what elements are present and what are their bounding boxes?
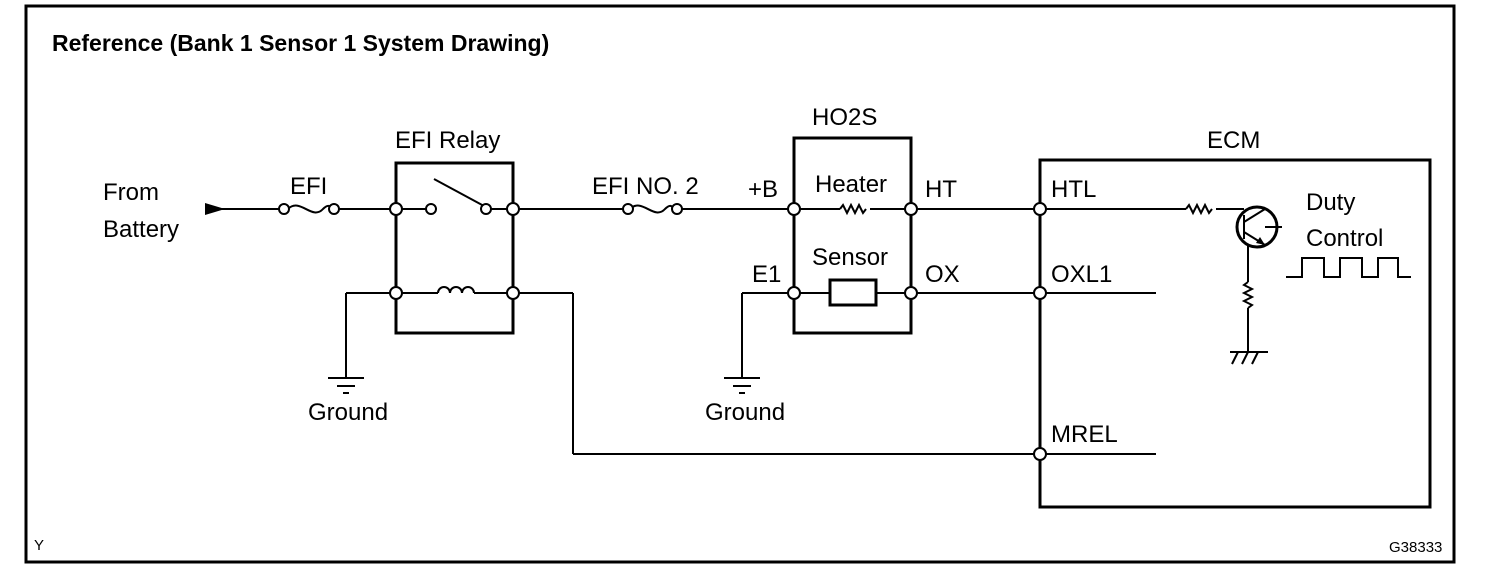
relay-coil-icon: [437, 286, 475, 294]
ho2s-pin-e1-label: E1: [752, 261, 781, 288]
efi-no2-fuse-icon: [629, 204, 674, 214]
relay-switch-arm: [433, 178, 485, 207]
relay-terminal-in: [389, 202, 403, 216]
relay-contact-moving: [480, 203, 492, 215]
efi-no2-fuse-label: EFI NO. 2: [592, 173, 699, 200]
sensor-element-icon: [828, 278, 878, 307]
efi-no2-fuse-terminal-out: [671, 203, 683, 215]
ho2s-pin-ox-label: OX: [925, 261, 960, 288]
ecm-pin-mrel-label: MREL: [1051, 421, 1118, 448]
ecm-terminal-oxl1: [1033, 286, 1047, 300]
htl-resistor-icon: [1185, 202, 1213, 216]
relay-terminal-out: [506, 202, 520, 216]
ecm-label: ECM: [1207, 127, 1260, 154]
ecm-pin-htl-label: HTL: [1051, 176, 1096, 203]
pulldown-resistor-icon: [1241, 281, 1255, 309]
from-battery-label-line1: From: [103, 179, 159, 206]
ho2s-terminal-b: [787, 202, 801, 216]
duty-pulse-waveform-icon: [1286, 257, 1411, 278]
ecm-box: [1038, 158, 1432, 509]
efi-relay-box: [394, 161, 515, 335]
efi-fuse-label: EFI: [290, 173, 327, 200]
ho2s-terminal-e1: [787, 286, 801, 300]
diagram-title: Reference (Bank 1 Sensor 1 System Drawin…: [52, 30, 549, 56]
ho2s-sensor-label: Sensor: [812, 244, 888, 271]
efi-fuse-terminal-in: [278, 203, 290, 215]
transistor-icon: [1235, 205, 1282, 249]
ecm-terminal-mrel: [1033, 447, 1047, 461]
ho2s-label: HO2S: [812, 104, 877, 131]
ecm-pin-oxl1-label: OXL1: [1051, 261, 1112, 288]
corner-label-left: Y: [34, 537, 44, 554]
diagram-frame: [24, 4, 1456, 564]
ground-symbol-icon: [328, 377, 364, 394]
duty-control-label-line2: Control: [1306, 225, 1383, 252]
relay-coil-terminal-mrel: [506, 286, 520, 300]
ho2s-terminal-ht: [904, 202, 918, 216]
ecm-terminal-htl: [1033, 202, 1047, 216]
ground-symbol-icon: [724, 377, 760, 394]
ho2s-heater-label: Heater: [815, 171, 887, 198]
efi-fuse-icon: [287, 204, 332, 214]
relay-contact-fixed: [425, 203, 437, 215]
ho2s-box: [792, 136, 913, 335]
ho2s-pin-ht-label: HT: [925, 176, 957, 203]
from-battery-label-line2: Battery: [103, 216, 179, 243]
ground-label-middle: Ground: [705, 399, 785, 426]
figure-code: G38333: [1389, 539, 1442, 556]
chassis-ground-icon: [1230, 351, 1268, 365]
heater-resistor-icon: [839, 202, 867, 216]
relay-coil-terminal-ground: [389, 286, 403, 300]
efi-no2-fuse-terminal-in: [622, 203, 634, 215]
ground-label-left: Ground: [308, 399, 388, 426]
ho2s-terminal-ox: [904, 286, 918, 300]
duty-control-label-line1: Duty: [1306, 189, 1355, 216]
efi-relay-label: EFI Relay: [395, 127, 500, 154]
efi-fuse-terminal-out: [328, 203, 340, 215]
ho2s-pin-b-label: +B: [748, 176, 778, 203]
